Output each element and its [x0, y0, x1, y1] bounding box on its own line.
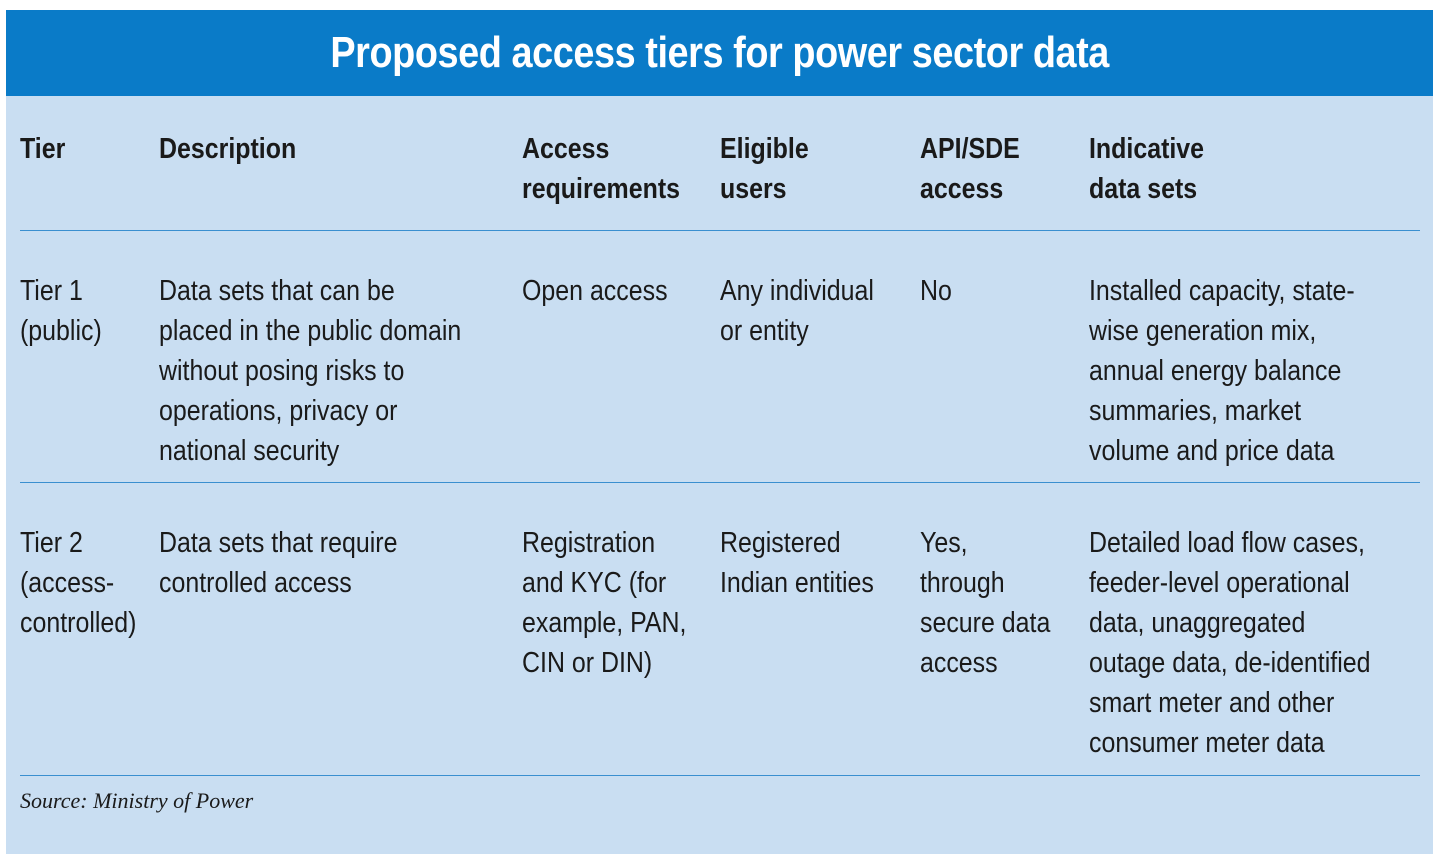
cell-api-sde-access: No	[920, 275, 952, 307]
access-tiers-table: Tier Description Access requirements Eli…	[20, 96, 1420, 776]
cell-description: Data sets that can be placed in the publ…	[159, 275, 462, 467]
cell-eligible-users: Registered Indian entities	[720, 527, 874, 599]
header-tier: Tier	[20, 133, 66, 165]
cell-tier: Tier 1 (public)	[20, 275, 102, 347]
source-note: Source: Ministry of Power	[20, 788, 254, 813]
cell-indicative-data-sets: Installed capacity, state- wise generati…	[1089, 275, 1355, 467]
table-row: Tier 2 (access- controlled) Data sets th…	[20, 483, 1420, 776]
table-card: Proposed access tiers for power sector d…	[6, 10, 1433, 854]
cell-access-requirements: Open access	[522, 275, 668, 307]
cell-indicative-data-sets: Detailed load flow cases, feeder-level o…	[1089, 527, 1371, 759]
cell-api-sde-access: Yes, through secure data access	[920, 527, 1051, 679]
cell-description: Data sets that require controlled access	[159, 527, 398, 599]
header-eligible-users: Eligible users	[720, 133, 809, 205]
header-indicative-data-sets: Indicative data sets	[1089, 133, 1205, 205]
title-bar: Proposed access tiers for power sector d…	[6, 10, 1433, 96]
table-row: Tier 1 (public) Data sets that can be pl…	[20, 231, 1420, 483]
table-header-row: Tier Description Access requirements Eli…	[20, 96, 1420, 231]
cell-access-requirements: Registration and KYC (for example, PAN, …	[522, 527, 687, 679]
header-description: Description	[159, 133, 297, 165]
header-api-sde-access: API/SDE access	[920, 133, 1020, 205]
page-title: Proposed access tiers for power sector d…	[330, 28, 1109, 77]
cell-tier: Tier 2 (access- controlled)	[20, 527, 137, 639]
cell-eligible-users: Any individual or entity	[720, 275, 874, 347]
header-access-requirements: Access requirements	[522, 133, 681, 205]
